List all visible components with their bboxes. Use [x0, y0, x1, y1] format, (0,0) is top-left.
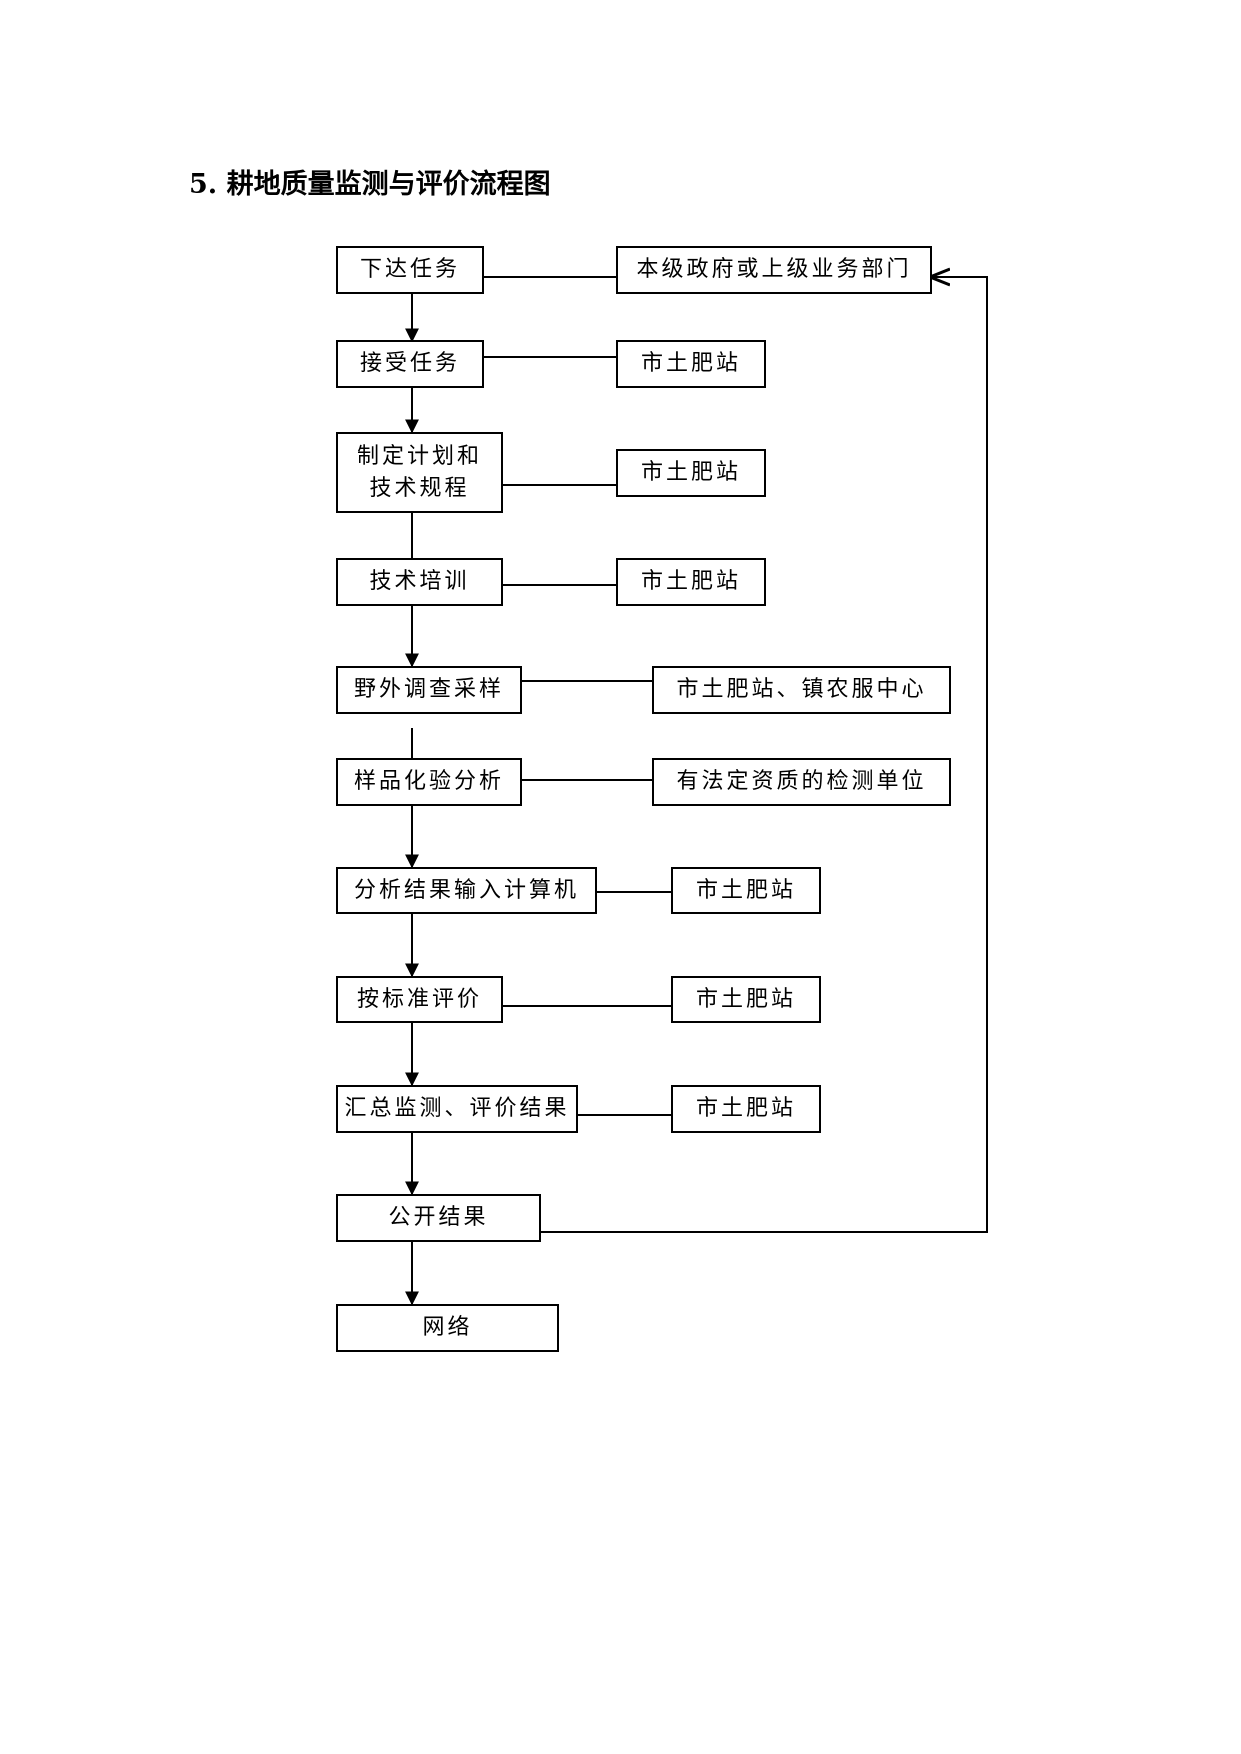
step-box: 技术培训 [336, 558, 503, 606]
org-box: 市土肥站 [616, 340, 766, 388]
feedback-loop [540, 277, 988, 1233]
org-box: 市土肥站、镇农服中心 [652, 666, 951, 714]
step-box: 样品化验分析 [336, 758, 522, 806]
org-box: 市土肥站 [616, 558, 766, 606]
org-box: 市土肥站 [671, 1085, 821, 1133]
step-box: 野外调查采样 [336, 666, 522, 714]
step-box: 接受任务 [336, 340, 484, 388]
org-box: 市土肥站 [671, 867, 821, 914]
step-box: 制定计划和 技术规程 [336, 432, 503, 513]
org-box: 有法定资质的检测单位 [652, 758, 951, 806]
step-box: 按标准评价 [336, 976, 503, 1023]
page-title: 5. 耕地质量监测与评价流程图 [189, 169, 551, 200]
org-box: 市土肥站 [671, 976, 821, 1023]
step-box: 下达任务 [336, 246, 484, 294]
step-box: 分析结果输入计算机 [336, 867, 597, 914]
step-box: 网络 [336, 1304, 559, 1352]
org-box: 本级政府或上级业务部门 [616, 246, 932, 294]
step-box: 汇总监测、评价结果 [336, 1085, 578, 1133]
org-box: 市土肥站 [616, 449, 766, 497]
step-box: 公开结果 [336, 1194, 541, 1242]
